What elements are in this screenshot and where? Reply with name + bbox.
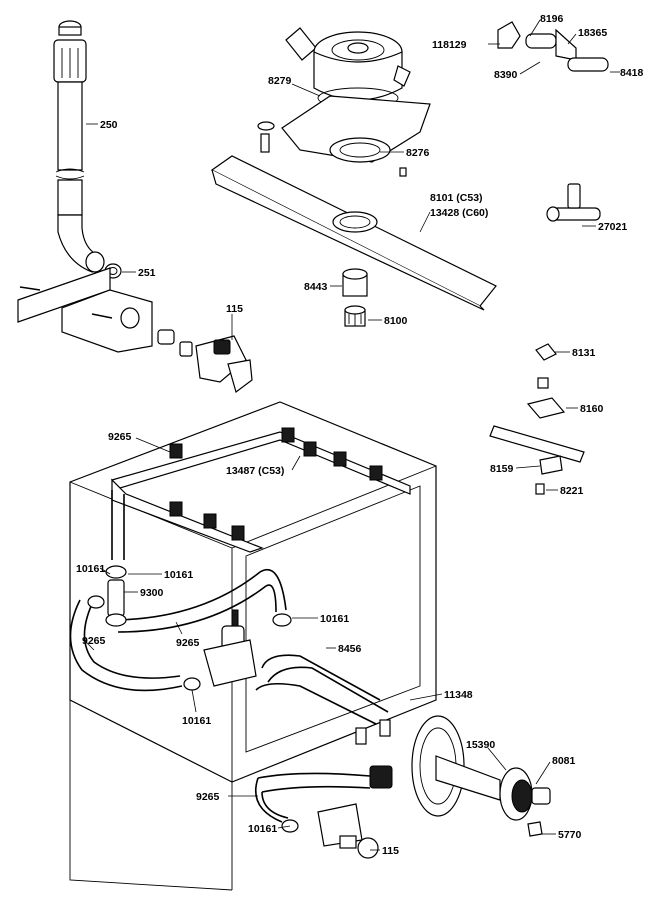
inlet-bracket (17, 267, 153, 353)
label-18365: 18365 (578, 27, 607, 39)
label-13487: 13487 (C53) (226, 465, 284, 477)
fill-hose (53, 20, 105, 273)
label-9265-b: 9265 (176, 637, 200, 649)
label-115-top: 115 (226, 303, 243, 315)
tee-fitting (546, 183, 601, 222)
label-8196: 8196 (540, 13, 564, 25)
label-9265-d: 9265 (196, 791, 220, 803)
label-11348: 11348 (444, 689, 473, 701)
label-10161-b: 10161 (164, 569, 193, 581)
label-250: 250 (100, 119, 118, 131)
label-8418: 8418 (620, 67, 644, 79)
label-15390: 15390 (466, 739, 495, 751)
bracket-8160 (526, 397, 566, 419)
label-9300: 9300 (140, 587, 164, 599)
label-8131: 8131 (572, 347, 596, 359)
inlet-valve-bottom (317, 803, 379, 859)
hose-9265-bottom (254, 765, 393, 823)
label-8159: 8159 (490, 463, 514, 475)
clip-8131 (535, 343, 557, 389)
label-8081: 8081 (552, 755, 576, 767)
pump-gasket-plate (257, 95, 431, 177)
label-8390: 8390 (494, 69, 518, 81)
clip-8159 (535, 455, 563, 495)
label-8279: 8279 (268, 75, 292, 87)
part-labels: 250 251 115 118129 8196 18365 8390 8418 … (76, 13, 644, 857)
label-8160: 8160 (580, 403, 604, 415)
heating-element (255, 654, 391, 745)
label-8456: 8456 (338, 643, 362, 655)
label-8443: 8443 (304, 281, 328, 293)
heater-flange (411, 715, 551, 837)
label-13428: 13428 (C60) (430, 207, 488, 219)
label-10161-e: 10161 (248, 823, 277, 835)
drain-pump (203, 609, 257, 687)
inlet-valve-top (157, 329, 253, 394)
label-251: 251 (138, 267, 156, 279)
label-8221: 8221 (560, 485, 584, 497)
pump-housing (285, 27, 411, 109)
spray-arm-nut (344, 305, 366, 327)
spray-manifold (110, 427, 411, 553)
label-115-bottom: 115 (382, 845, 399, 857)
label-9265-a: 9265 (108, 431, 132, 443)
leader-lines (83, 19, 620, 851)
label-8100: 8100 (384, 315, 408, 327)
label-10161-c: 10161 (320, 613, 349, 625)
label-8101: 8101 (C53) (430, 192, 483, 204)
label-10161-a: 10161 (76, 563, 105, 575)
label-118129: 118129 (432, 39, 467, 51)
rod (489, 425, 585, 463)
spray-arm-bearing (342, 268, 368, 297)
hose-9265-mid (109, 568, 287, 633)
spray-arm (210, 155, 497, 311)
label-9265-c: 9265 (82, 635, 106, 647)
hose-9265-left (69, 490, 183, 692)
connector-9300 (105, 565, 127, 627)
fitting-elbow (497, 21, 609, 72)
label-27021: 27021 (598, 221, 627, 233)
clamps (87, 595, 299, 833)
label-10161-d: 10161 (182, 715, 211, 727)
label-8276: 8276 (406, 147, 430, 159)
label-5770: 5770 (558, 829, 582, 841)
